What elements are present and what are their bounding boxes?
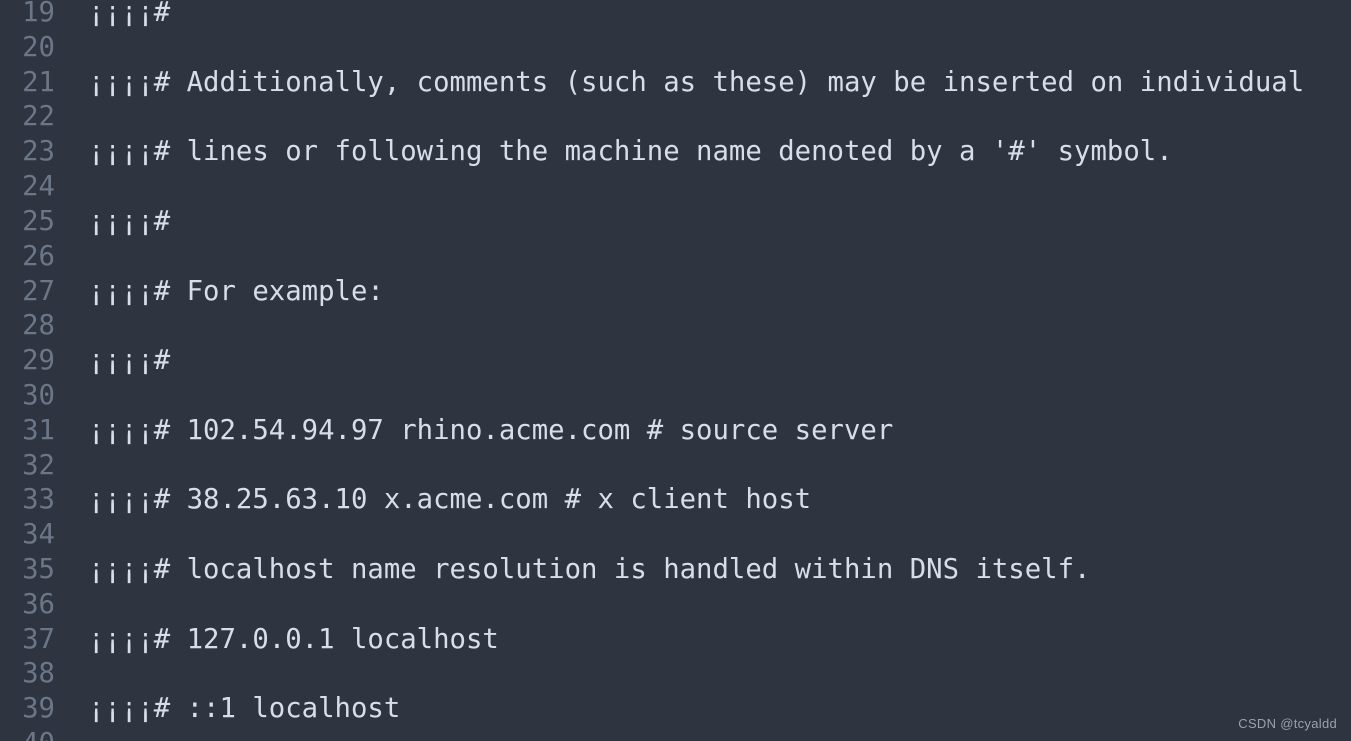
line-number: 36 <box>22 588 55 620</box>
code-line[interactable]: 39 ¡¡¡¡# ::1 localhost <box>0 692 1351 727</box>
line-number: 22 <box>22 101 55 133</box>
line-text: ¡¡¡¡# For example: <box>88 275 384 307</box>
line-text: ¡¡¡¡# ::1 localhost <box>88 693 401 725</box>
code-line[interactable]: 26 <box>0 240 1351 275</box>
line-number: 19 <box>22 0 55 28</box>
line-number: 28 <box>22 310 55 342</box>
code-line[interactable]: 29 ¡¡¡¡# <box>0 344 1351 379</box>
code-line[interactable]: 22 <box>0 100 1351 135</box>
line-text: ¡¡¡¡# lines or following the machine nam… <box>88 136 1173 168</box>
code-line[interactable]: 25 ¡¡¡¡# <box>0 205 1351 240</box>
code-line[interactable]: 23 ¡¡¡¡# lines or following the machine n… <box>0 135 1351 170</box>
line-text: ¡¡¡¡# <box>88 0 171 28</box>
line-number: 40 <box>0 727 55 741</box>
line-number: 26 <box>22 240 55 272</box>
line-number: 38 <box>22 658 55 690</box>
line-number: 20 <box>22 31 55 63</box>
line-number: 23 <box>22 136 55 168</box>
line-number: 39 <box>22 693 55 725</box>
line-number: 21 <box>22 66 55 98</box>
code-line[interactable]: 19 ¡¡¡¡# <box>0 0 1351 31</box>
line-number: 34 <box>22 519 55 551</box>
line-text: ¡¡¡¡# <box>88 205 171 237</box>
line-number: 25 <box>22 205 55 237</box>
line-number: 24 <box>22 171 55 203</box>
line-number: 33 <box>22 484 55 516</box>
line-number: 30 <box>22 379 55 411</box>
line-text: ¡¡¡¡# localhost name resolution is handl… <box>88 554 1091 585</box>
code-line[interactable]: 40 <box>0 727 1351 741</box>
line-number: 37 <box>22 623 55 655</box>
line-text: ¡¡¡¡# 127.0.0.1 localhost <box>88 623 499 655</box>
code-line[interactable]: 24 <box>0 170 1351 205</box>
line-number: 35 <box>22 554 55 585</box>
code-line[interactable]: 21 ¡¡¡¡# Additionally, comments (such as … <box>0 66 1351 101</box>
csdn-watermark: CSDN @tcyaldd <box>1238 716 1337 731</box>
line-number: 29 <box>22 345 55 377</box>
code-line[interactable]: 34 <box>0 518 1351 553</box>
line-text: ¡¡¡¡# Additionally, comments (such as th… <box>88 66 1305 98</box>
code-line[interactable]: 27 ¡¡¡¡# For example: <box>0 275 1351 310</box>
code-line[interactable]: 28 <box>0 309 1351 344</box>
code-line[interactable]: 36 <box>0 588 1351 623</box>
line-text: ¡¡¡¡# 102.54.94.97 rhino.acme.com # sour… <box>88 414 894 446</box>
line-text: ¡¡¡¡# <box>88 345 171 377</box>
line-number: 32 <box>22 449 55 481</box>
code-line[interactable]: 35 ¡¡¡¡# localhost name resolution is han… <box>0 553 1351 588</box>
code-line[interactable]: 33 ¡¡¡¡# 38.25.63.10 x.acme.com # x clien… <box>0 483 1351 518</box>
line-number: 31 <box>22 414 55 446</box>
line-text: ¡¡¡¡# 38.25.63.10 x.acme.com # x client … <box>88 484 812 516</box>
code-line[interactable]: 31 ¡¡¡¡# 102.54.94.97 rhino.acme.com # so… <box>0 414 1351 449</box>
code-line[interactable]: 32 <box>0 449 1351 484</box>
code-line[interactable]: 30 <box>0 379 1351 414</box>
code-line[interactable]: 38 <box>0 657 1351 692</box>
code-line[interactable]: 20 <box>0 31 1351 66</box>
code-line[interactable]: 37 ¡¡¡¡# 127.0.0.1 localhost <box>0 623 1351 658</box>
line-number: 27 <box>22 275 55 307</box>
